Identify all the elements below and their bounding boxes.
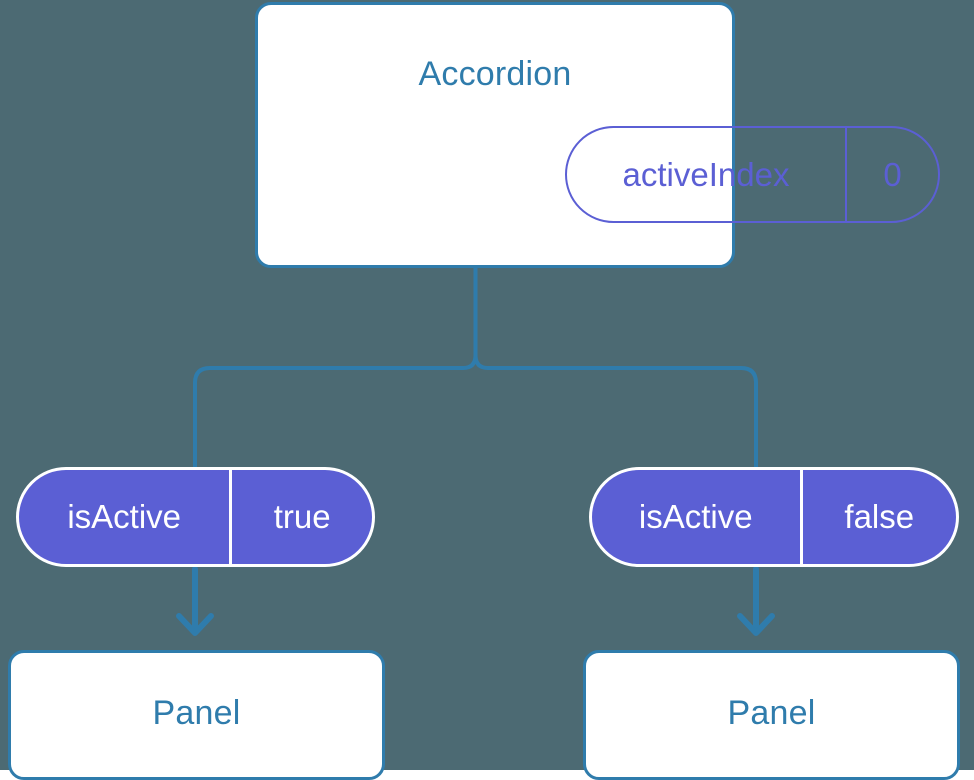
panel-node-left[interactable]: Panel [8, 650, 385, 780]
panel-node-right[interactable]: Panel [583, 650, 960, 780]
connector-stem-right-curve [473, 266, 490, 370]
prop-pill-activeindex[interactable]: activeIndex 0 [565, 126, 940, 223]
connector-branch-left [193, 366, 465, 469]
panel-node-right-title: Panel [727, 694, 816, 732]
connector-branch-right [486, 366, 758, 469]
arrow-head-left [176, 613, 214, 636]
prop-pill-isactive-left-value: true [229, 470, 372, 564]
prop-pill-activeindex-value: 0 [844, 128, 938, 221]
prop-pill-isactive-left-key: isActive [67, 498, 182, 535]
panel-node-left-title: Panel [152, 694, 241, 732]
prop-pill-isactive-right-value: false [799, 470, 956, 564]
connector-stem-left-curve [461, 266, 478, 370]
prop-pill-isactive-left[interactable]: isActive true [16, 467, 375, 567]
arrow-head-right [737, 613, 775, 636]
prop-pill-isactive-right-key: isActive [638, 498, 753, 535]
accordion-node[interactable]: Accordion activeIndex 0 [255, 2, 940, 268]
prop-pill-isactive-right[interactable]: isActive false [589, 467, 959, 567]
prop-pill-activeindex-key: activeIndex [622, 155, 790, 193]
accordion-node-title: Accordion [418, 55, 572, 93]
